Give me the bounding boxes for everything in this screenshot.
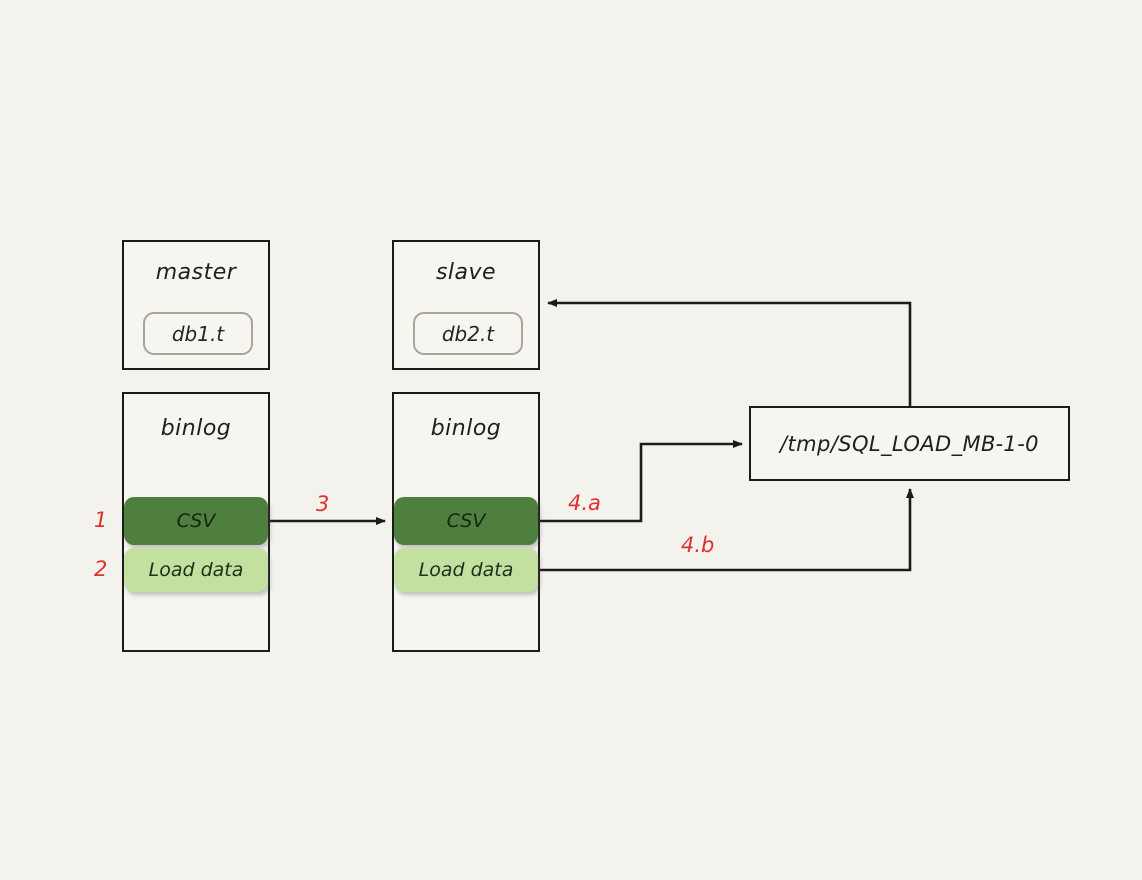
master-binlog-title: binlog bbox=[160, 416, 232, 441]
step-label-2: 2 bbox=[94, 557, 108, 581]
slave-binlog-title: binlog bbox=[430, 416, 502, 441]
master-title: master bbox=[155, 260, 237, 285]
step-label-4a: 4.a bbox=[568, 491, 601, 515]
step-label-1: 1 bbox=[94, 508, 108, 532]
slave-db-chip[interactable]: db2.t bbox=[413, 312, 523, 355]
slave-binlog-event-csv[interactable]: CSV bbox=[394, 497, 538, 545]
slave-title: slave bbox=[435, 260, 497, 285]
master-binlog-event-csv[interactable]: CSV bbox=[124, 497, 268, 545]
master-binlog-event-load-data[interactable]: Load data bbox=[124, 548, 268, 592]
master-db-chip[interactable]: db1.t bbox=[143, 312, 253, 355]
master-node[interactable]: master db1.t bbox=[122, 240, 270, 370]
connector-file-to-slave bbox=[547, 299, 912, 406]
slave-binlog-event-load-data[interactable]: Load data bbox=[394, 548, 538, 592]
step-label-3: 3 bbox=[316, 492, 330, 516]
step-label-4b: 4.b bbox=[681, 533, 715, 557]
tmp-file-node[interactable]: /tmp/SQL_LOAD_MB-1-0 bbox=[749, 406, 1070, 481]
slave-node[interactable]: slave db2.t bbox=[392, 240, 540, 370]
